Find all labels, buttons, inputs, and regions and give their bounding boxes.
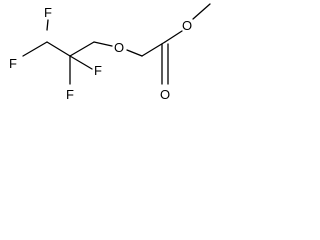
structural-formula: F F F F O O O — [9, 3, 211, 102]
atom-f3: F — [66, 87, 74, 102]
atom-f2: F — [9, 56, 17, 71]
bond-o-methoxy-methyl — [192, 3, 211, 20]
bond-ch2-carbonyl-c — [141, 41, 166, 57]
bond-cf2h-f-left — [22, 41, 48, 57]
bond-ch2-o-ether — [93, 41, 113, 47]
bond-cf2h-f-top — [46, 19, 49, 31]
bond-cf2-ch2 — [69, 41, 95, 57]
atom-f4: F — [94, 63, 102, 78]
bonds — [22, 3, 211, 85]
bond-carbonyl-c-o-methoxy — [164, 30, 183, 43]
bond-o-ether-ch2 — [126, 49, 143, 57]
atom-f1: F — [44, 5, 52, 20]
atom-o-carbonyl: O — [160, 87, 170, 102]
bond-cf2h-cf2 — [46, 41, 71, 57]
atom-o-methoxy: O — [182, 18, 192, 33]
atom-o-ether: O — [114, 40, 124, 55]
atom-labels: F F F F O O O — [9, 5, 192, 102]
bond-cf2-f-right — [69, 55, 93, 70]
